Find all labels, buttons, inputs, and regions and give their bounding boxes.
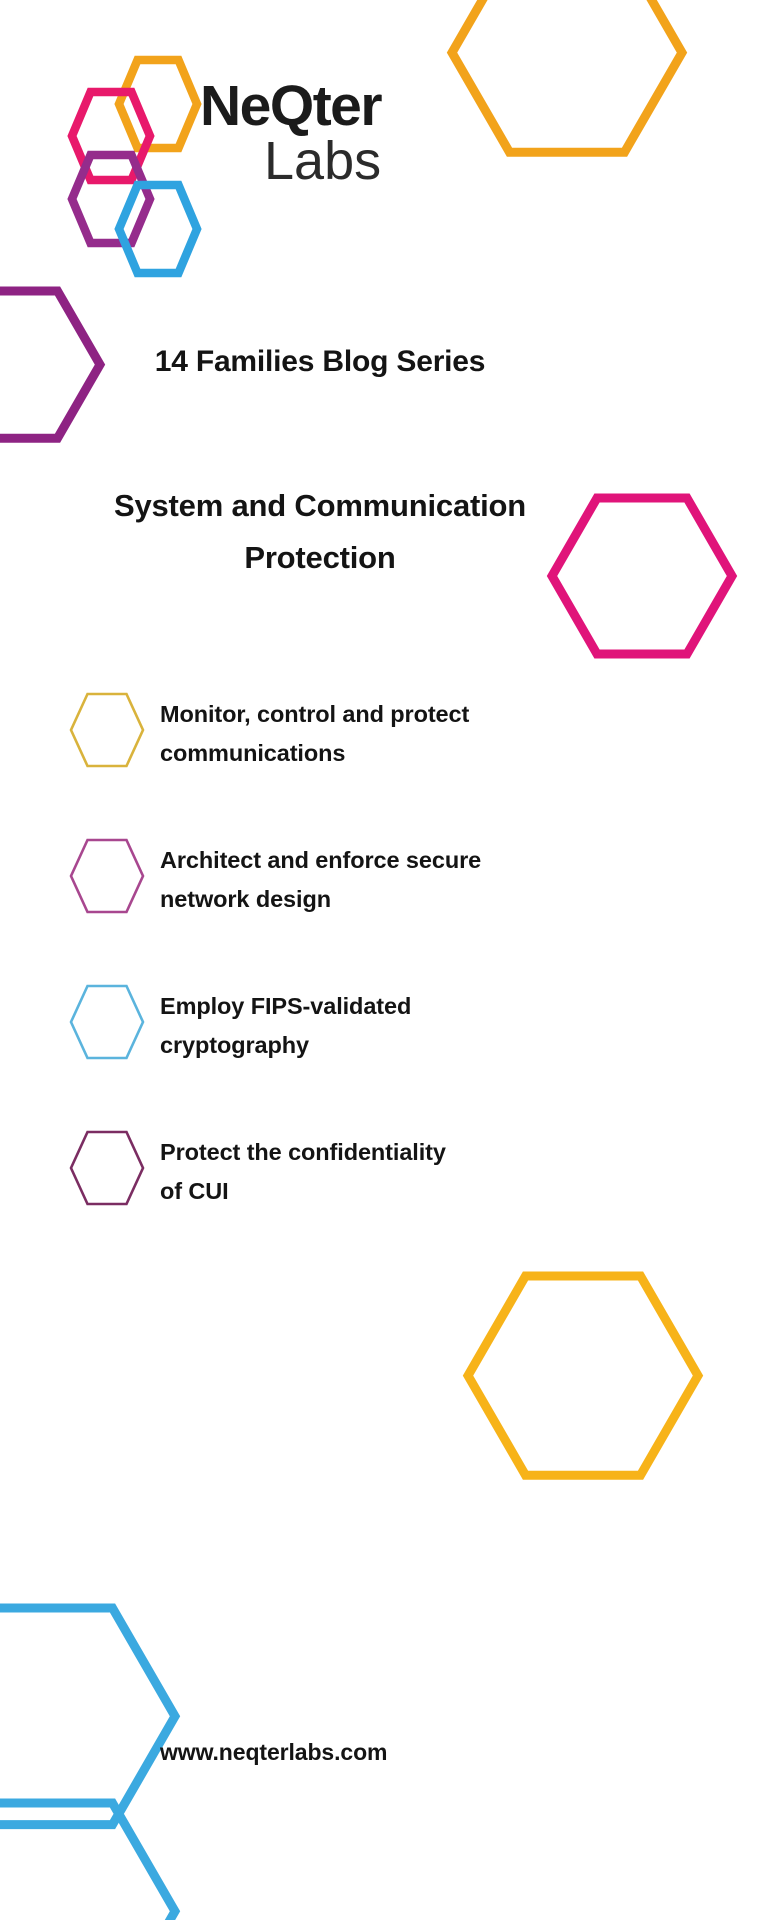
bullet-list: Monitor, control and protect communicati… [60,683,630,1267]
logo[interactable]: NeQter Labs [67,55,383,278]
deco-hexagon-top-right-orange [446,0,688,157]
page-title-line-2: Protection [244,540,396,575]
list-item: Employ FIPS-validated cryptography [60,975,630,1083]
list-item-line-2: communications [160,740,346,766]
list-item-line-1: Monitor, control and protect [160,701,470,727]
list-item-label: Protect the confidentiality of CUI [160,1121,630,1211]
list-item-label: Employ FIPS-validated cryptography [160,975,630,1065]
list-item-line-2: of CUI [160,1178,229,1204]
list-item-line-2: network design [160,886,331,912]
website-url[interactable]: www.neqterlabs.com [160,1739,388,1765]
page-title-line-1: System and Communication [113,488,527,523]
logo-hexagon-blue-icon [114,180,202,278]
list-item-label: Architect and enforce secure network des… [160,829,630,919]
list-item: Monitor, control and protect communicati… [60,683,630,791]
list-item: Architect and enforce secure network des… [60,829,630,937]
logo-hexagon-pink-icon [67,87,155,185]
deco-hexagon-bottom-left-blue [0,1603,181,1830]
list-item: Protect the confidentiality of CUI [60,1121,630,1229]
logo-hexagon-orange-icon [114,55,202,153]
deco-hexagon-bottom-right-orange [462,1271,704,1480]
page-title: System and Communication Protection [40,480,600,584]
hexagon-bullet-purple-icon [69,1130,145,1206]
deco-hexagon-bottom-left-blue-lower [0,1798,181,1920]
hexagon-bullet-gold-icon [69,692,145,768]
logo-hexagon-purple-icon [67,150,155,248]
logo-name-primary: NeQter [200,74,383,138]
list-item-line-2: cryptography [160,1032,309,1058]
list-item-line-1: Architect and enforce secure [160,847,482,873]
list-item-line-1: Protect the confidentiality [160,1139,446,1165]
list-item-label: Monitor, control and protect communicati… [160,683,630,773]
list-item-line-1: Employ FIPS-validated [160,993,412,1019]
logo-name-secondary: Labs [264,131,382,191]
artwork-area: NeQter Labs 14 Families Blog Series Syst… [0,0,738,1920]
series-title: 14 Families Blog Series [154,345,486,378]
hexagon-bullet-blue-icon [69,984,145,1060]
logo-wordmark: NeQter Labs [200,74,440,191]
hexagon-bullet-magenta-icon [69,838,145,914]
